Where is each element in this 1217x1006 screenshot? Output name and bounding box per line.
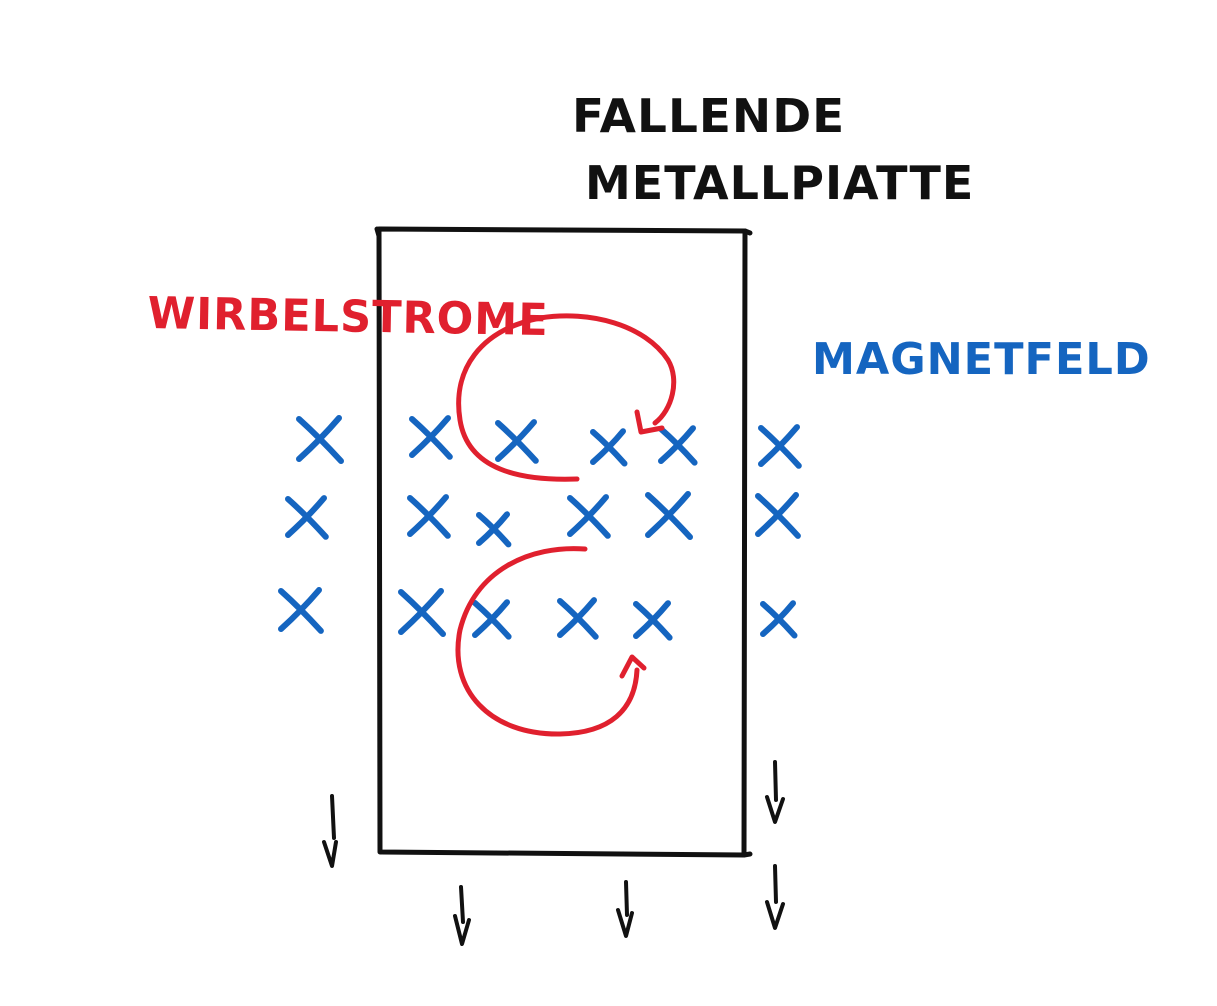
- eddy-current-loop-lower: [455, 546, 647, 737]
- field-cross-7: [285, 495, 329, 540]
- field-cross-11: [645, 491, 693, 540]
- fall-arrow-left: [322, 794, 338, 868]
- field-cross-18: [760, 600, 798, 639]
- field-cross-9: [476, 511, 512, 548]
- field-cross-1: [296, 415, 344, 464]
- field-cross-10: [567, 494, 611, 539]
- fall-arrow-right-lower: [765, 864, 785, 930]
- field-cross-4: [590, 428, 628, 467]
- fall-arrow-right-upper: [765, 760, 785, 824]
- field-cross-13: [278, 587, 324, 634]
- field-cross-2: [409, 415, 453, 460]
- magnetic-field-marks: [278, 415, 802, 641]
- field-cross-5: [658, 425, 698, 466]
- field-cross-6: [758, 424, 802, 469]
- fall-arrow-bottom-2: [616, 880, 634, 938]
- field-cross-12: [755, 492, 801, 539]
- eddy-current-label: WIRBELSTROME: [147, 288, 550, 346]
- diagram-title-line-2: METALLPIATTE: [585, 156, 975, 210]
- field-cross-3: [495, 419, 539, 464]
- fall-arrow-bottom-1: [453, 885, 471, 946]
- diagram-title-line-1: FALLENDE: [572, 89, 846, 143]
- fall-direction-arrows: [322, 760, 785, 946]
- field-cross-8: [407, 494, 451, 539]
- eddy-current-loop-upper: [456, 313, 677, 482]
- field-cross-17: [633, 600, 673, 641]
- magnetic-field-label: MAGNETFELD: [812, 334, 1151, 385]
- field-cross-16: [557, 597, 599, 640]
- field-cross-15: [472, 599, 512, 640]
- metal-plate: [374, 226, 753, 858]
- field-cross-14: [398, 588, 446, 637]
